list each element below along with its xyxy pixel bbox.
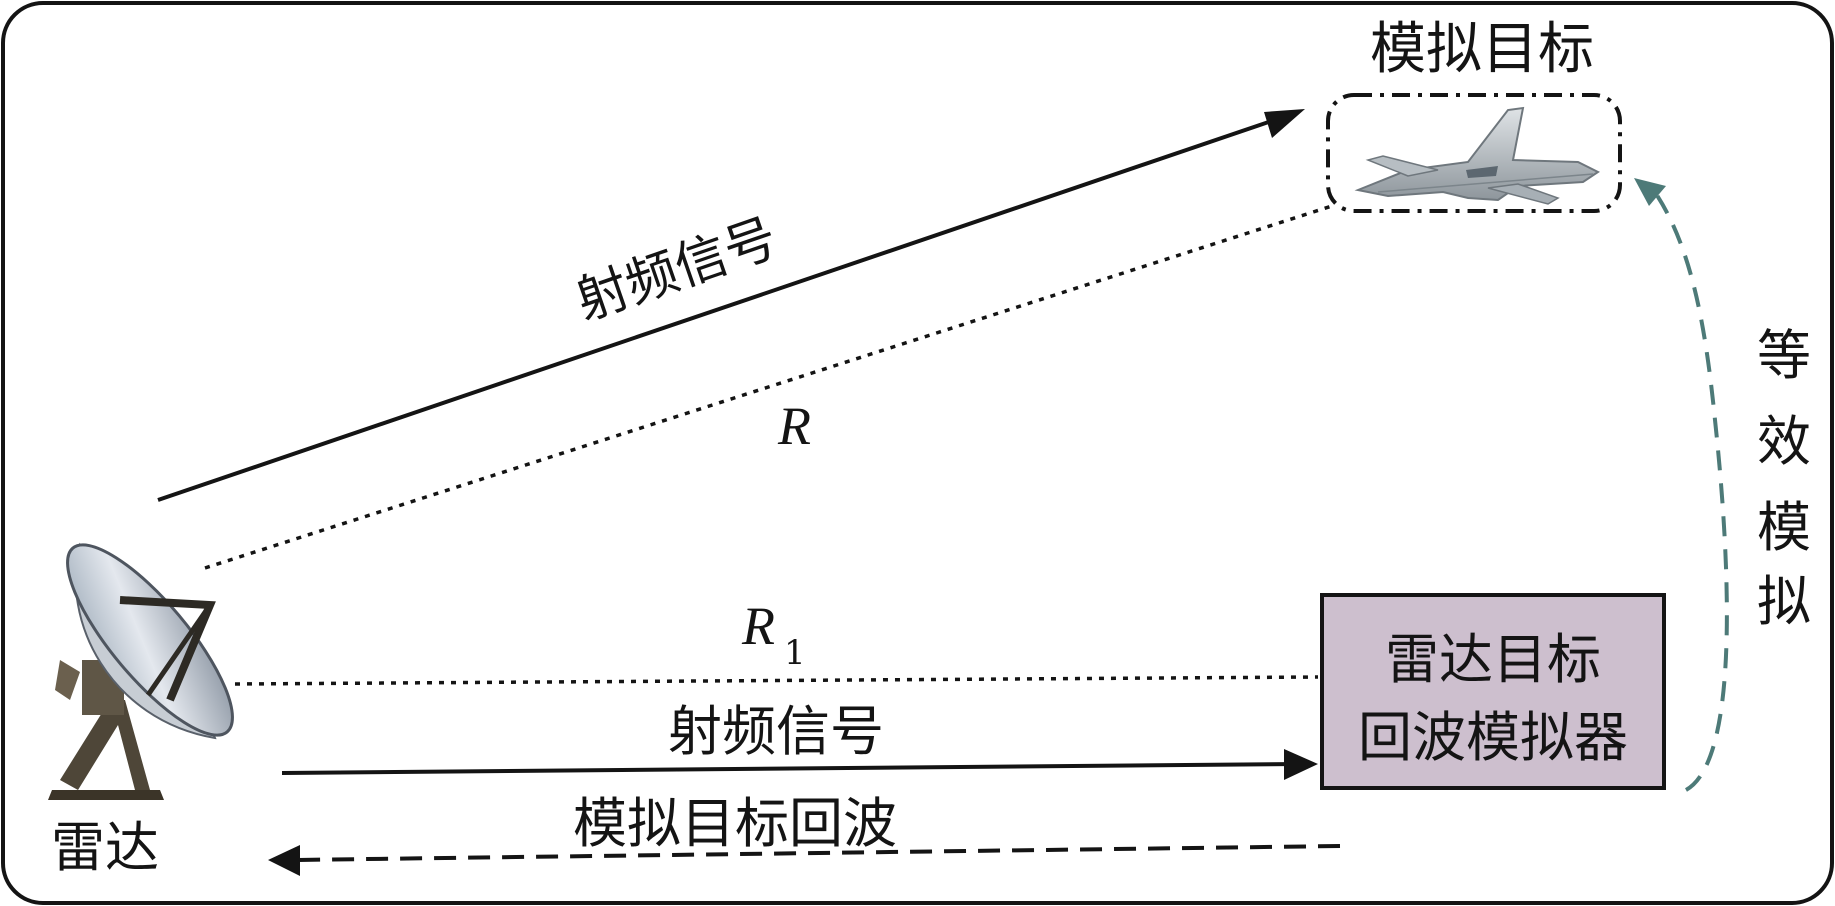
- rf-signal-bottom-arrowhead: [1284, 749, 1318, 780]
- echo-arrow-to-radar: [294, 844, 1341, 862]
- rf-signal-arrow-to-target: [157, 110, 1299, 502]
- rf-signal-arrow-to-simulator: [281, 762, 1301, 775]
- simulator-label-line2: 回波模拟器: [1358, 706, 1628, 769]
- equivalent-simulation-char-1: 等: [1757, 324, 1811, 387]
- range-R1-line: [234, 675, 1319, 686]
- simulated-target-box: [1326, 93, 1622, 213]
- equivalent-simulation-char-2: 效: [1757, 410, 1811, 473]
- rf-signal-arrowhead: [1264, 109, 1305, 138]
- rf-signal-bottom-label: 射频信号: [668, 700, 884, 763]
- range-R1-label-base: R: [741, 596, 775, 656]
- equivalent-simulation-char-4: 拟: [1757, 570, 1811, 633]
- equivalent-simulation-char-3: 模: [1757, 496, 1811, 559]
- fighter-jet-icon: [1354, 106, 1600, 205]
- echo-label: 模拟目标回波: [573, 792, 897, 855]
- radar-dish-icon: [48, 542, 234, 800]
- equivalent-simulation-arrowhead: [1634, 178, 1666, 206]
- equivalent-simulation-arrow: [1648, 183, 1729, 792]
- radar-target-echo-simulator-box: [1320, 593, 1666, 790]
- range-R1-label-subscript: 1: [784, 633, 806, 673]
- range-R-label: R: [777, 396, 811, 456]
- simulator-label-line1: 雷达目标: [1385, 628, 1601, 691]
- rf-signal-top-label: 射频信号: [569, 208, 785, 332]
- simulated-target-label: 模拟目标: [1370, 17, 1594, 82]
- echo-arrowhead: [268, 845, 300, 876]
- radar-label: 雷达: [51, 816, 159, 879]
